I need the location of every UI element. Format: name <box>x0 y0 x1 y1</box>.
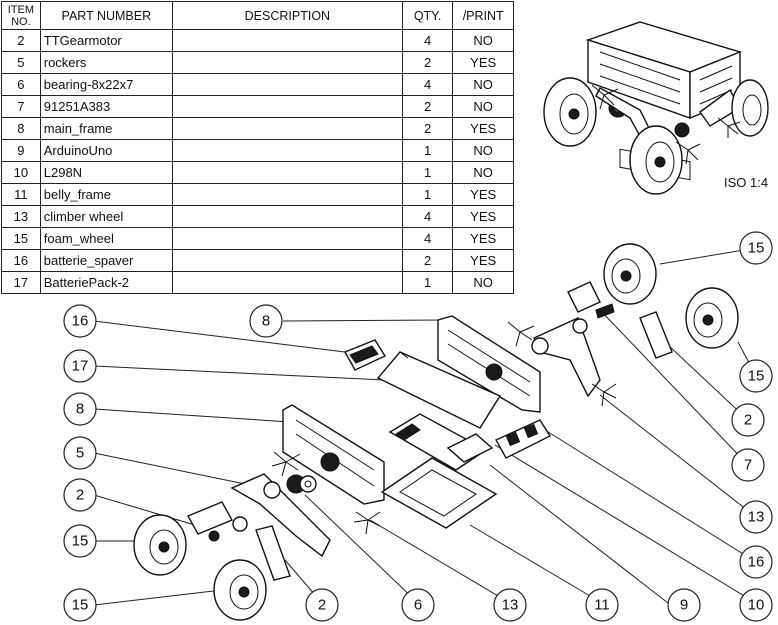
svg-text:13: 13 <box>748 509 765 526</box>
callout-balloon: 15 <box>739 231 773 265</box>
callout-balloon: 5 <box>63 436 97 470</box>
part-belly-frame <box>380 457 498 529</box>
callout-balloon: 16 <box>63 304 97 338</box>
svg-text:5: 5 <box>76 445 84 462</box>
callout-balloon: 2 <box>731 403 765 437</box>
leader-lines <box>93 247 757 606</box>
callout-balloon: 10 <box>739 588 773 622</box>
cell-item-no: 17 <box>1 271 41 294</box>
svg-text:9: 9 <box>680 597 688 614</box>
part-rocker-front <box>230 473 331 558</box>
callout-balloons: 16 8 17 8 5 2 15 15 2 6 13 11 9 10 16 13… <box>63 231 773 622</box>
callout-balloon: 9 <box>667 588 701 622</box>
svg-text:15: 15 <box>748 240 765 257</box>
cell-item-no: 16 <box>1 249 41 272</box>
part-bearing <box>232 318 588 532</box>
callout-balloon: 13 <box>739 500 773 534</box>
svg-text:13: 13 <box>502 597 519 614</box>
cell-print: YES <box>452 249 514 272</box>
callout-balloon: 2 <box>63 478 97 512</box>
svg-text:2: 2 <box>318 597 326 614</box>
svg-text:8: 8 <box>76 401 84 418</box>
svg-text:10: 10 <box>748 597 765 614</box>
callout-balloon: 15 <box>739 359 773 393</box>
bill-of-materials-table: ITEM NO. PART NUMBER DESCRIPTION QTY. /P… <box>1 1 514 294</box>
cell-item-no: 15 <box>1 227 41 250</box>
svg-text:8: 8 <box>262 313 270 330</box>
callout-balloon: 7 <box>731 448 765 482</box>
iso-wheel-rear-right <box>731 79 769 137</box>
part-main-frame-front <box>282 404 385 505</box>
svg-text:6: 6 <box>414 597 422 614</box>
header-item-no: ITEM NO. <box>1 1 41 30</box>
iso-wheel-front-left <box>543 77 597 147</box>
svg-text:11: 11 <box>594 597 610 614</box>
callout-balloon: 8 <box>63 392 97 426</box>
iso-wheel-front-right <box>629 125 683 195</box>
cell-part-number: climber wheel <box>39 205 173 228</box>
callout-balloon: 15 <box>63 524 97 558</box>
svg-text:16: 16 <box>748 554 765 571</box>
cell-part-number: 91251A383 <box>39 95 173 118</box>
iso-assembly-view <box>543 21 769 195</box>
cell-part-number: belly_frame <box>39 183 173 206</box>
cell-part-number: batterie_spaver <box>39 249 173 272</box>
part-main-frame-rear <box>437 315 541 413</box>
svg-text:2: 2 <box>76 487 84 504</box>
svg-text:15: 15 <box>72 597 89 614</box>
part-climber-wheels <box>271 321 617 535</box>
header-part-number: PART NUMBER <box>39 1 173 30</box>
cell-print: NO <box>452 271 514 294</box>
callout-balloon: 2 <box>305 588 339 622</box>
part-rocker-rear <box>531 317 601 398</box>
part-gearmotor-front <box>187 501 291 581</box>
callout-balloon: 15 <box>63 588 97 622</box>
header-qty: QTY. <box>401 1 454 30</box>
part-battery-spacer-left <box>344 339 387 371</box>
part-gearmotor-rear <box>567 281 673 359</box>
svg-text:7: 7 <box>744 457 752 474</box>
part-battery-spacer-right <box>495 419 552 459</box>
callout-balloon: 16 <box>739 545 773 579</box>
callout-balloon: 13 <box>493 588 527 622</box>
svg-text:2: 2 <box>744 412 752 429</box>
cell-description <box>171 271 403 294</box>
iso-climber-wheels <box>591 84 741 165</box>
svg-text:17: 17 <box>72 358 89 375</box>
iso-scale-label: ISO 1:4 <box>724 175 769 190</box>
cell-print: NO <box>452 73 514 96</box>
callout-balloon: 8 <box>249 304 283 338</box>
part-foam-wheels <box>133 243 739 621</box>
cell-part-number: rockers <box>39 51 173 74</box>
cell-print: YES <box>452 227 514 250</box>
svg-text:15: 15 <box>748 368 765 385</box>
svg-text:15: 15 <box>72 533 89 550</box>
part-arduino-and-driver <box>388 413 494 471</box>
callout-balloon: 17 <box>63 349 97 383</box>
svg-text:16: 16 <box>72 313 89 330</box>
cell-part-number: main_frame <box>39 117 173 140</box>
cell-print: NO <box>452 29 514 52</box>
callout-balloon: 6 <box>401 588 435 622</box>
part-battery-pack <box>376 351 502 429</box>
cell-part-number: BatteriePack-2 <box>39 271 173 294</box>
callout-balloon: 11 <box>585 588 619 622</box>
cell-qty: 1 <box>401 271 454 294</box>
